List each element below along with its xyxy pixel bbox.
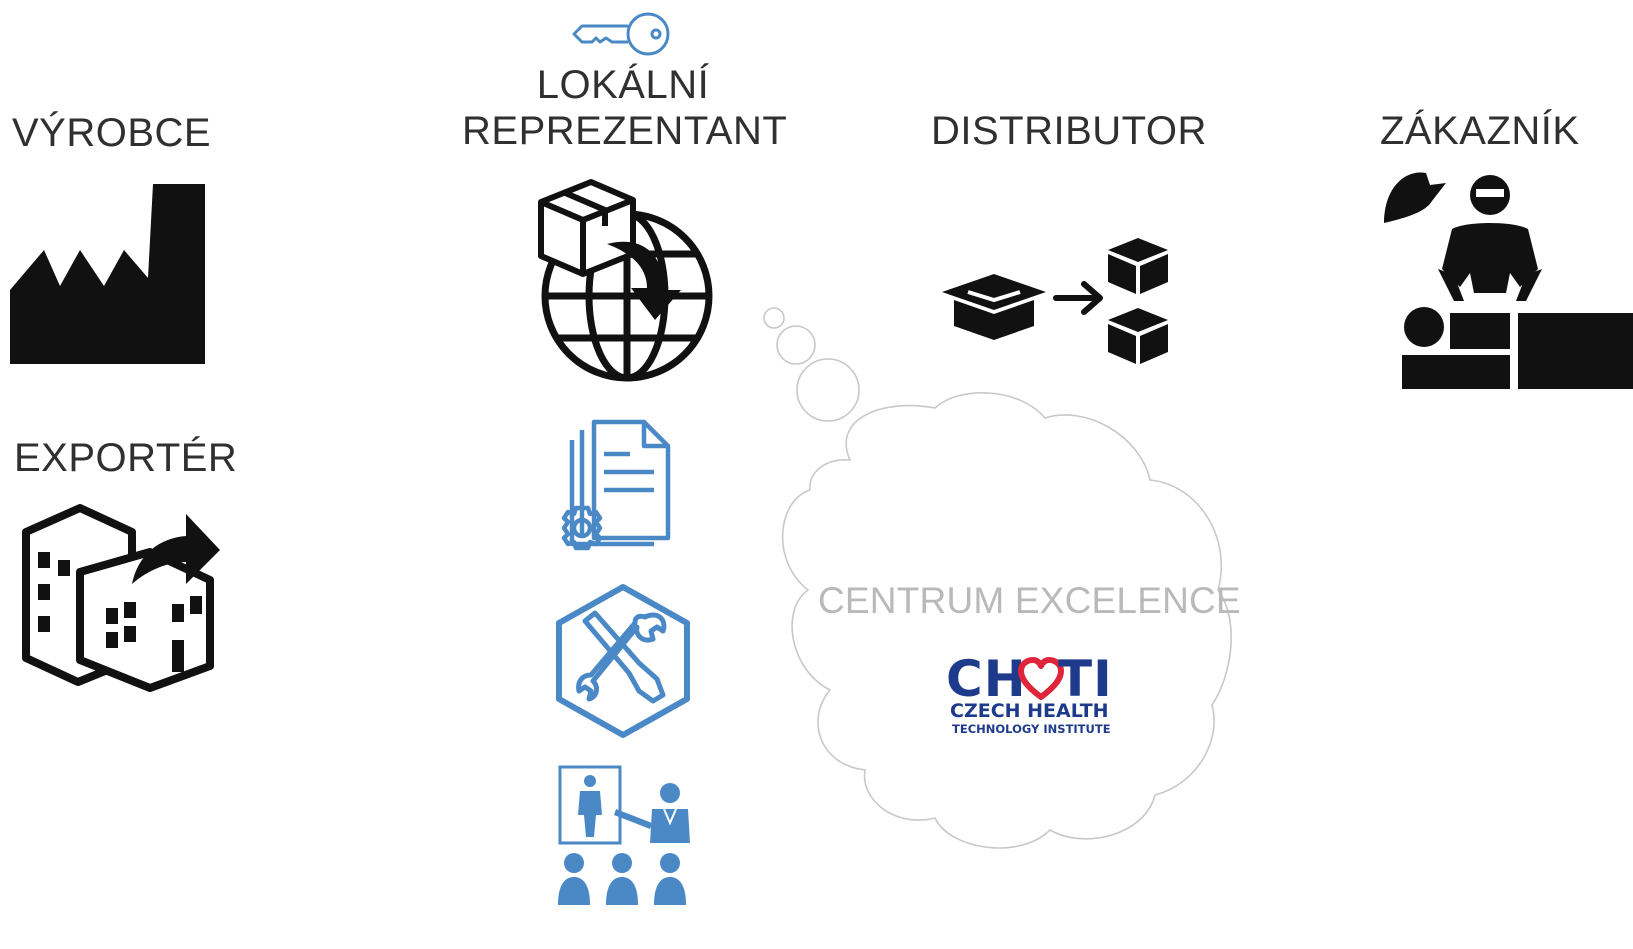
key-icon <box>572 12 670 56</box>
centre-of-excellence-title: CENTRUM EXCELENCE <box>818 580 1241 621</box>
tools-hexagon-icon <box>556 584 690 738</box>
globe-box-icon <box>538 179 713 382</box>
thought-bubble-large <box>796 358 860 422</box>
cloud-outline <box>781 392 1232 849</box>
local-representative-label-line1: LOKÁLNÍ <box>536 63 710 107</box>
box-distribution-icon <box>942 238 1168 364</box>
export-building-icon <box>22 504 220 692</box>
logo-czech-health-text: CZECH HEALTH <box>950 700 1109 722</box>
thought-bubble-small <box>763 307 785 329</box>
logo-ti-text: TI <box>1058 650 1113 708</box>
customer-label: ZÁKAZNÍK <box>1380 109 1580 153</box>
chti-logo: CH TI CZECH HEALTH TECHNOLOGY INSTITUTE <box>946 650 1116 745</box>
manufacturer-label: VÝROBCE <box>12 111 212 155</box>
heart-icon <box>1018 657 1064 700</box>
factory-icon <box>10 184 205 364</box>
document-settings-icon <box>561 419 671 551</box>
distributor-label: DISTRIBUTOR <box>931 109 1207 153</box>
exporter-label: EXPORTÉR <box>14 436 238 480</box>
logo-technology-institute-text: TECHNOLOGY INSTITUTE <box>952 722 1111 736</box>
thought-bubble-medium <box>776 325 816 365</box>
local-representative-label-line2: REPREZENTANT <box>462 109 788 153</box>
logo-ch-text: CH <box>946 650 1027 708</box>
surgeon-patient-icon <box>1384 172 1633 389</box>
training-icon <box>558 765 690 905</box>
globe-arrow-icon <box>607 241 681 320</box>
export-arrow-icon <box>132 514 220 584</box>
